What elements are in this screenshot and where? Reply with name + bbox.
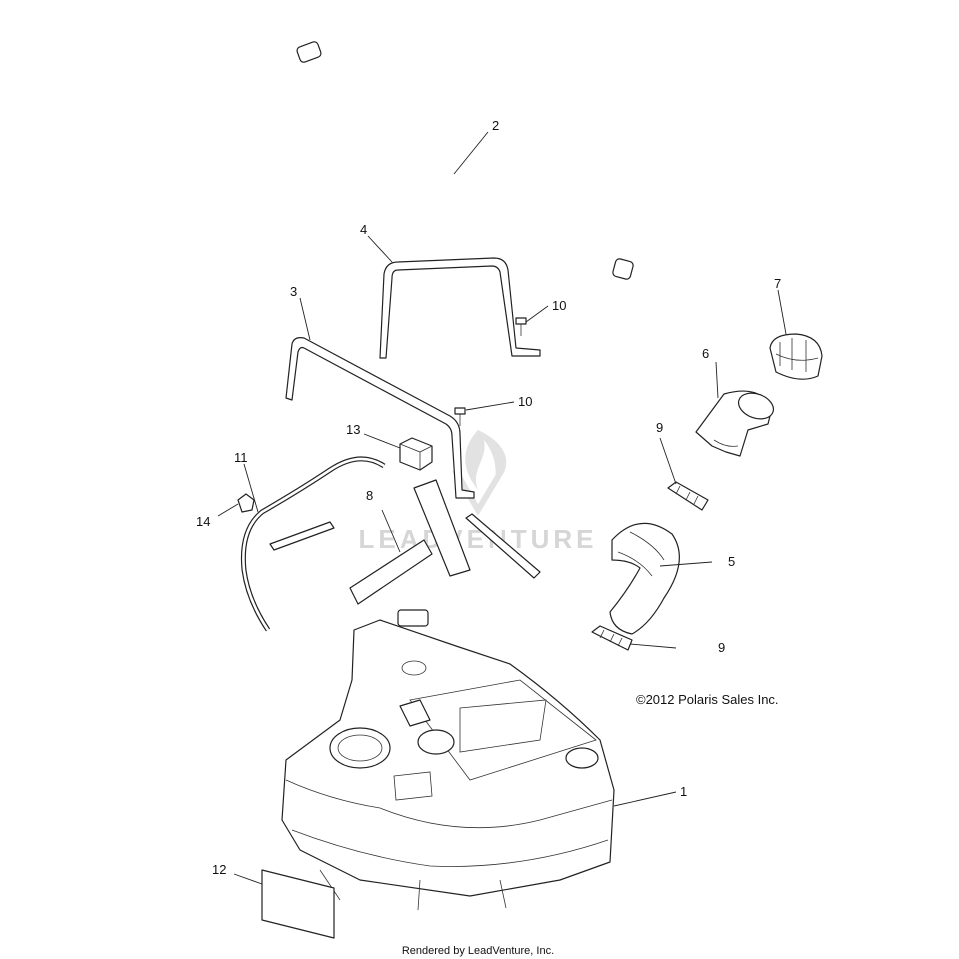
callout-1: 1: [680, 784, 687, 799]
footer-text: Rendered by LeadVenture, Inc.: [402, 945, 554, 957]
callout-9-upper: 9: [656, 420, 663, 435]
part-4-tank-strap: [379, 257, 541, 359]
watermark-text: LEADVENTURE: [358, 524, 597, 554]
watermark-v-icon: [452, 468, 505, 516]
part-10-bolt-upper: [515, 317, 527, 336]
leader-lines: [217, 131, 787, 885]
callout-4: 4: [360, 222, 367, 237]
callout-10-upper: 10: [552, 298, 566, 313]
part-8-foam-strips: [269, 479, 541, 605]
callout-8: 8: [366, 488, 373, 503]
part-10-bolt-lower: [454, 407, 466, 426]
part-13-pad: [399, 437, 433, 471]
callout-13: 13: [346, 422, 360, 437]
part-2-vent-line: [296, 41, 634, 280]
part-7-fuel-cap: [769, 333, 823, 380]
callout-9-lower: 9: [718, 640, 725, 655]
part-14-clip: [237, 493, 255, 513]
part-9-clamp-upper: [667, 481, 709, 511]
copyright-text: ©2012 Polaris Sales Inc.: [636, 692, 779, 707]
part-3-tank-strap: [285, 337, 475, 499]
callout-5: 5: [728, 554, 735, 569]
callout-6: 6: [702, 346, 709, 361]
callout-3: 3: [290, 284, 297, 299]
callout-12: 12: [212, 862, 226, 877]
callout-2: 2: [492, 118, 499, 133]
callout-labels: 2 4 3 7 10 6 10 9 13 11 8 14 5 9 1 12: [196, 118, 781, 877]
watermark: LEADVENTURE: [358, 430, 597, 554]
part-11-hose: [240, 456, 386, 632]
part-1-fuel-tank: [281, 609, 615, 911]
callout-10-lower: 10: [518, 394, 532, 409]
part-6-filler-neck: [695, 390, 775, 457]
part-12-label: [261, 869, 335, 939]
part-9-clamp-lower: [591, 625, 633, 651]
callout-11: 11: [234, 450, 248, 465]
watermark-flame-icon: [465, 430, 507, 495]
callout-7: 7: [774, 276, 781, 291]
callout-14: 14: [196, 514, 210, 529]
part-5-fill-hose: [609, 522, 680, 635]
